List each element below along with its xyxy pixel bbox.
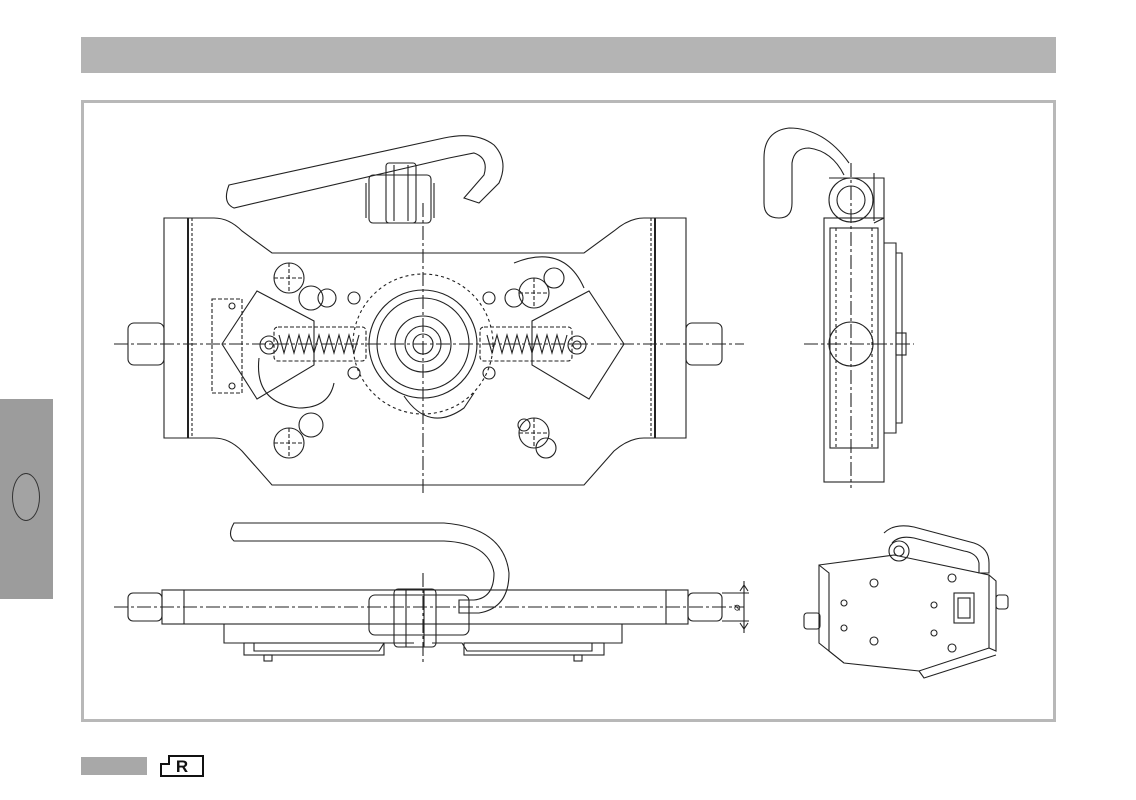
language-badge-label: R: [175, 756, 189, 776]
diameter-dimension-label: ⌀: [731, 604, 743, 611]
badge-notch: [160, 755, 170, 765]
chapter-tab-marker: [12, 473, 40, 521]
side-view: [763, 127, 914, 488]
technical-drawing-panel: ⌀: [81, 100, 1056, 722]
header-bar: [81, 37, 1056, 73]
technical-drawing: ⌀: [114, 127, 1009, 679]
footer-bar: [81, 757, 147, 775]
isometric-view: [803, 525, 1009, 679]
front-view: [114, 135, 744, 493]
language-badge: R: [160, 755, 204, 777]
chapter-tab[interactable]: [0, 399, 53, 599]
top-view: [114, 522, 749, 663]
